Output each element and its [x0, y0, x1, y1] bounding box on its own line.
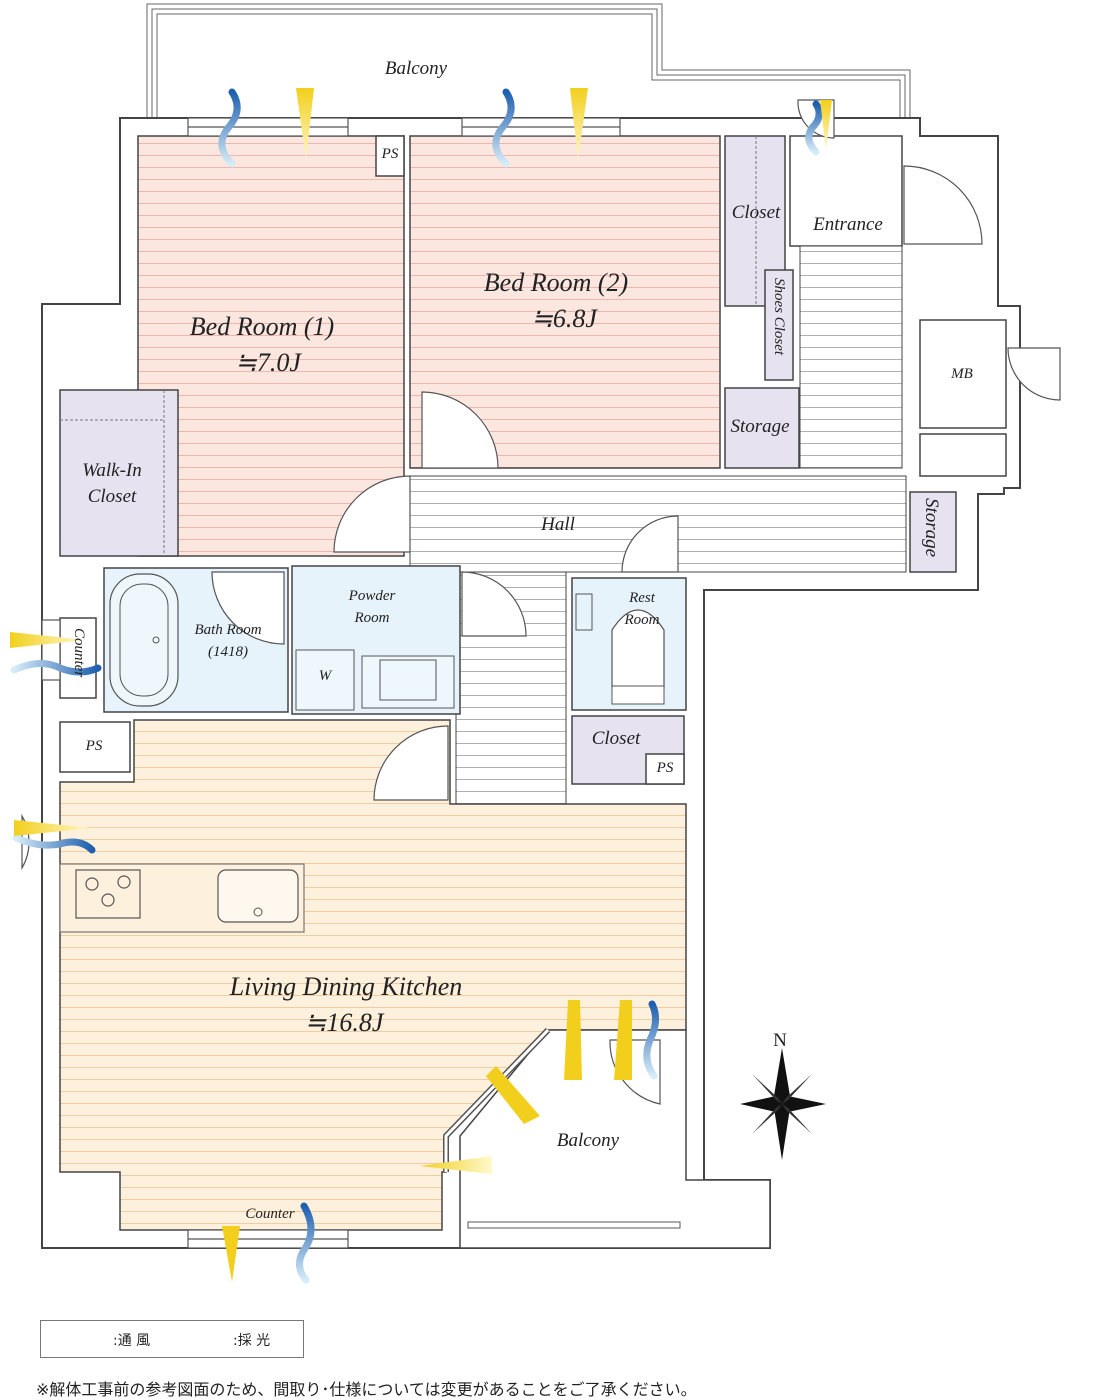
wind-arrows — [10, 88, 823, 1284]
walk-in-closet — [59, 389, 179, 557]
disclaimer-note: ※解体工事前の参考図面のため、間取り･仕様については変更があることをご了承くださ… — [36, 1380, 697, 1399]
label-ps-left: PS — [85, 738, 103, 754]
mb-box — [919, 319, 1007, 429]
label-mb: MB — [951, 366, 973, 382]
storage-hall — [724, 387, 800, 469]
label-hall: Hall — [541, 514, 575, 535]
label-powder-room-2: Room — [354, 610, 390, 626]
ps-shaft-left — [59, 721, 131, 773]
label-powder-room-1: Powder — [348, 588, 396, 604]
wash-basin — [361, 655, 455, 709]
balcony-bottom — [459, 1029, 771, 1249]
label-ps-top: PS — [381, 146, 399, 162]
counter-left — [59, 617, 97, 699]
legend: :通 風 :採 光 — [40, 1320, 304, 1358]
kitchen-sink — [217, 869, 299, 923]
label-balcony-bottom: Balcony — [556, 1130, 620, 1151]
label-bath-room: Bath Room — [194, 622, 262, 638]
label-bedroom-2-size: ≒6.8J — [531, 304, 597, 333]
outer-wall — [41, 117, 1021, 1249]
light-arrows — [10, 88, 832, 1282]
shoes-closet — [764, 269, 794, 381]
label-walk-in-closet-1: Walk-In — [82, 460, 142, 481]
washer-space — [295, 649, 355, 711]
label-bath-room-size: (1418) — [208, 644, 248, 660]
label-bedroom-1-size: ≒7.0J — [235, 348, 301, 377]
mb-box-lower — [919, 433, 1007, 477]
label-ps-toilet: PS — [656, 760, 674, 776]
label-bedroom-2: Bed Room (2) — [483, 268, 629, 297]
legend-wind-label: :通 風 — [113, 1333, 151, 1349]
ps-shaft-toilet — [645, 753, 685, 785]
cooktop — [75, 869, 141, 919]
label-bedroom-1: Bed Room (1) — [189, 312, 335, 341]
label-counter-left: Counter — [71, 628, 87, 678]
label-storage-side: Storage — [921, 498, 942, 558]
entrance-step — [799, 245, 903, 469]
ps-shaft-top — [375, 135, 405, 177]
label-rest-room-2: Room — [624, 612, 660, 628]
label-washer: W — [318, 668, 332, 684]
label-closet-toilet: Closet — [591, 728, 641, 749]
storage-side — [909, 491, 957, 573]
bathtub — [109, 573, 179, 707]
label-compass-n: N — [773, 1030, 787, 1051]
label-ldk: Living Dining Kitchen — [229, 972, 463, 1001]
balcony-railing-top — [146, 3, 911, 118]
label-closet-bedroom-2: Closet — [731, 202, 781, 223]
compass-rose — [740, 1048, 826, 1160]
label-walk-in-closet-2: Closet — [87, 486, 137, 507]
label-rest-room-1: Rest — [629, 590, 655, 606]
legend-light-label: :採 光 — [233, 1333, 271, 1349]
bedroom-1-floor — [137, 135, 405, 557]
label-entrance: Entrance — [813, 214, 883, 235]
toilet — [611, 609, 665, 689]
label-counter-bottom: Counter — [245, 1206, 295, 1222]
label-balcony-top: Balcony — [384, 58, 448, 79]
label-shoes-closet: Shoes Closet — [771, 278, 787, 356]
label-storage-hall: Storage — [730, 416, 790, 437]
label-ldk-size: ≒16.8J — [304, 1008, 384, 1037]
